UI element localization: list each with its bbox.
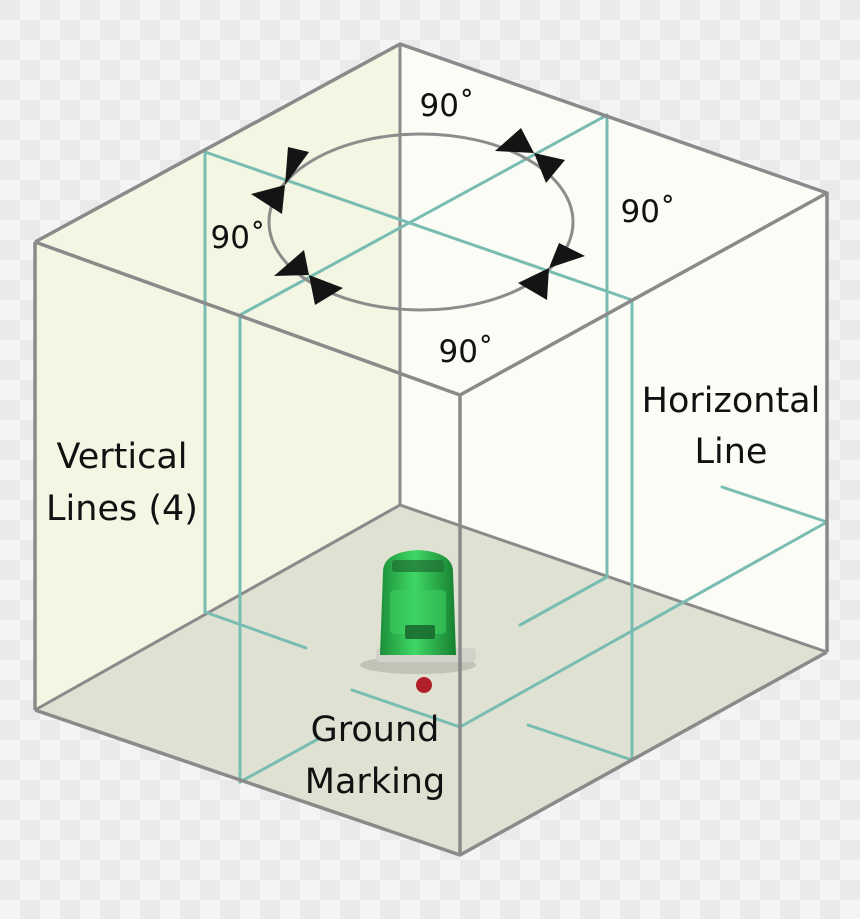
arrow-pair-icon [251,147,309,214]
ground-marking-label-line2: Marking [305,762,445,802]
floor-face [35,505,827,855]
ground-marking-dot [416,677,432,693]
arrow-pair-icon [518,243,585,300]
room-back-edges [34,44,828,712]
laser-level-device-icon [360,550,476,674]
angle-label-top: 90˚ [420,88,475,124]
ground-marking-label-line1: Ground [311,710,440,750]
angle-label-right: 90˚ [621,194,676,230]
vertical-lines-label-line1: Vertical [56,437,187,477]
laser-lines [203,113,829,784]
room-outer-edges [33,42,829,857]
angle-label-bottom: 90˚ [439,334,494,370]
horizontal-line-label-line1: Horizontal [642,381,821,421]
left-wall-face [35,44,400,710]
rotation-ellipse [267,132,575,312]
arrow-pair-icon [495,128,565,183]
back-wall-face [400,44,827,652]
angle-label-left: 90˚ [211,220,266,256]
horizontal-line-label-line2: Line [695,432,768,472]
arrow-pair-icon [274,250,343,305]
vertical-lines-label-line2: Lines (4) [46,489,198,529]
